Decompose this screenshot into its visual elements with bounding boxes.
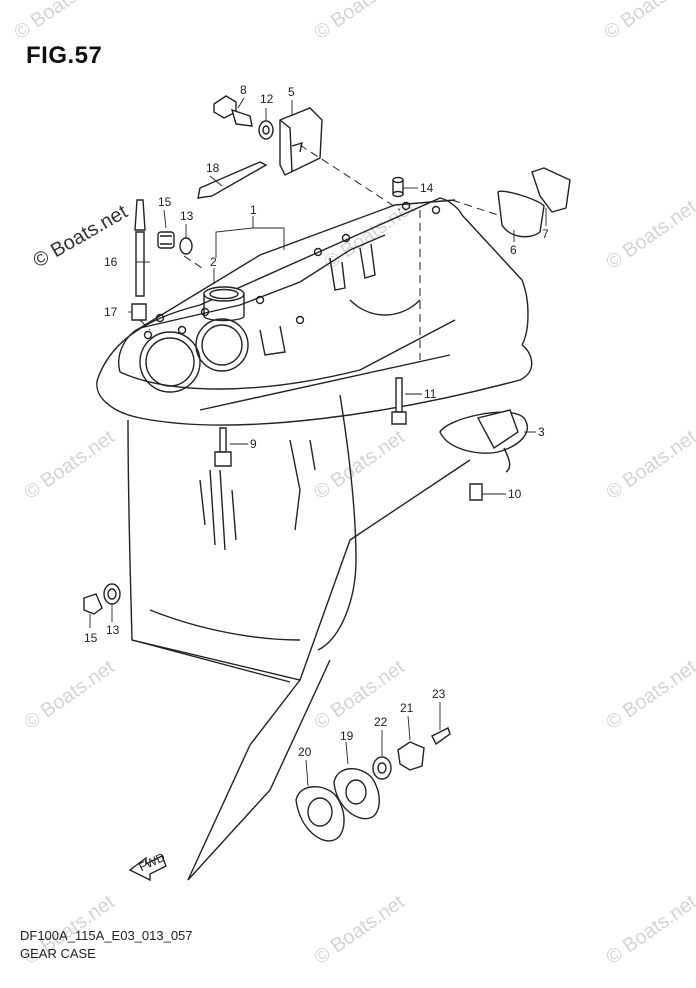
callout-7: 7 — [542, 227, 549, 241]
part-14-pin — [392, 176, 404, 198]
callout-23: 23 — [432, 687, 446, 701]
callout-11: 11 — [424, 387, 437, 401]
part-15-plug-upper — [157, 231, 175, 249]
callout-5: 5 — [288, 85, 295, 99]
part-16-tube — [134, 199, 146, 297]
watermark-text: © Boats.net — [602, 891, 696, 969]
watermark-text: © Boats.net — [602, 426, 696, 504]
fwd-arrow-icon: FWD — [128, 850, 168, 882]
watermark-text: © Boats.net — [20, 656, 119, 734]
callout-2: 2 — [210, 255, 217, 269]
callout-20: 20 — [298, 745, 312, 759]
watermark-text: © Boats.net — [310, 0, 409, 44]
callout-18: 18 — [206, 161, 220, 175]
figure-name: GEAR CASE — [20, 946, 96, 961]
part-2-bearing — [203, 286, 245, 322]
part-10-bolt — [214, 427, 232, 467]
watermark-text: © Boats.net — [602, 656, 696, 734]
watermark-text: © Boats.net — [600, 0, 696, 44]
water-passage-left — [139, 331, 201, 393]
watermark-text: © Boats.net — [320, 196, 419, 274]
part-11-bolt — [391, 377, 407, 425]
part-9-bolt — [469, 483, 483, 501]
part-17-fitting — [131, 303, 147, 321]
part-13-gasket-upper — [179, 237, 193, 255]
callout-16: 16 — [104, 255, 118, 269]
gear-case-housing — [96, 197, 533, 881]
callout-19: 19 — [340, 729, 354, 743]
part-15-plug-lower — [83, 593, 103, 615]
part-23-cotter-pin — [431, 727, 451, 746]
callout-15-upper: 15 — [158, 195, 172, 209]
watermark-group: © Boats.net © Boats.net © Boats.net © Bo… — [10, 0, 696, 969]
callout-13-upper: 13 — [180, 209, 194, 223]
water-passage-right — [195, 318, 249, 372]
callout-10: 9 — [250, 437, 257, 451]
figure-code: DF100A_115A_E03_013_057 — [20, 928, 193, 943]
watermark-text: © Boats.net — [602, 196, 696, 274]
part-22-washer — [372, 756, 392, 780]
callout-17: 17 — [104, 305, 118, 319]
part-20-plate — [295, 786, 345, 842]
callout-22: 22 — [374, 715, 388, 729]
part-12-washer — [258, 120, 274, 140]
part-8-bolt — [213, 95, 253, 127]
callout-15-lower: 15 — [84, 631, 98, 645]
figure-title: FIG.57 — [26, 42, 103, 69]
callout-3: 3 — [538, 425, 545, 439]
part-19-ring — [333, 768, 380, 820]
callout-21: 21 — [400, 701, 414, 715]
part-6-trim — [497, 190, 545, 238]
watermark-text: © Boats.net — [20, 426, 119, 504]
part-3-anode — [439, 409, 528, 473]
callout-9: 10 — [508, 487, 522, 501]
callout-13-lower: 13 — [106, 623, 120, 637]
part-18-clip — [197, 161, 268, 199]
watermark-text: © Boats.net — [10, 0, 109, 44]
callout-6: 6 — [510, 243, 517, 257]
watermark-text: © Boats.net — [310, 891, 409, 969]
part-7-bracket — [531, 167, 571, 213]
watermark-text: © Boats.net — [310, 426, 409, 504]
callout-12: 12 — [260, 92, 274, 106]
callout-1: 1 — [250, 203, 257, 217]
callout-14: 14 — [420, 181, 434, 195]
part-5-cover — [279, 107, 323, 176]
watermark-text: © Boats.net — [310, 656, 409, 734]
callout-8: 8 — [240, 83, 247, 97]
part-13-gasket-lower — [103, 583, 121, 605]
part-21-nut — [397, 741, 425, 771]
